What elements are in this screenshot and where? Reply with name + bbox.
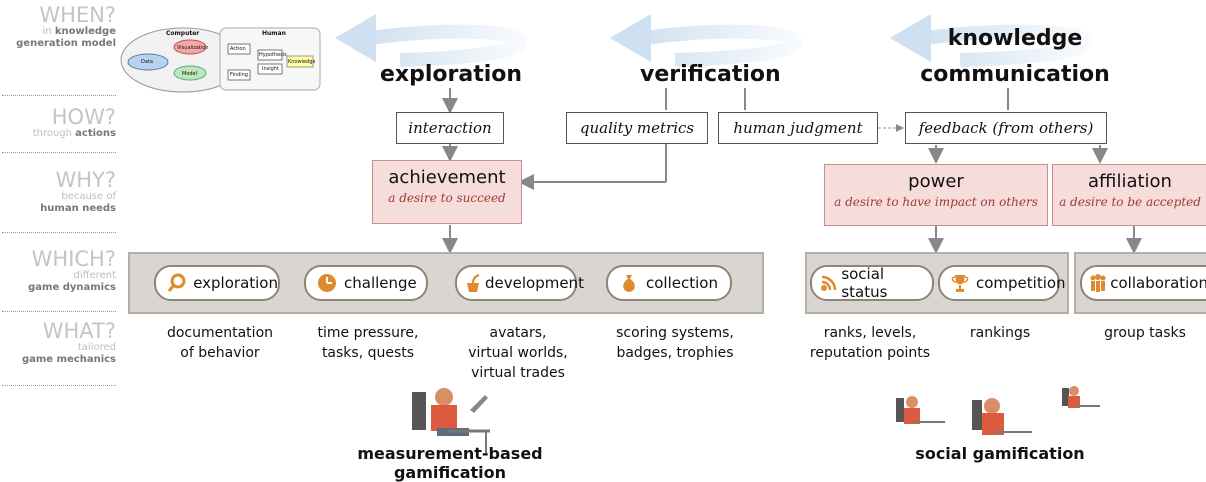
mechanic-avatars: avatars, virtual worlds, virtual trades [468,325,568,381]
question-when: WHEN? in knowledge generation model [0,4,116,50]
divider [2,385,116,386]
mechanic-scoring: scoring systems, badges, trophies [616,325,734,361]
need-title: power [908,171,964,192]
model-computer-label: Computer [166,30,200,37]
model-human-label: Human [262,30,286,37]
footer-social-gamification: social gamification [915,444,1085,463]
dynamic-collaboration: collaboration [1080,265,1206,301]
question-how: HOW? through actions [32,105,116,139]
cycle-arrow-verification [610,14,803,67]
dynamic-competition: competition [938,265,1066,301]
phase-verification: verification [640,62,781,87]
phase-exploration: exploration [380,62,523,87]
rss-icon [818,272,839,294]
knowledge-model-thumbnail [120,27,321,93]
need-title: affiliation [1088,171,1172,192]
diagram-canvas [120,14,1142,455]
question-which: WHICH? different game dynamics [28,247,116,293]
mechanic-documentation: documentation of behavior [166,325,274,361]
need-subtitle: a desire to be accepted [1059,195,1201,209]
model-finding-label: Finding [230,72,248,78]
person-at-desk-icon [412,388,490,455]
cycle-arrow-exploration [335,14,528,67]
model-action-label: Action [230,46,246,52]
money-bag-icon [618,272,640,294]
phase-communication: communication [920,62,1110,87]
connectors [442,88,1142,254]
action-quality-metrics: quality metrics [566,112,708,144]
trophy-icon [950,272,970,294]
model-visualization-label: Visualization [177,45,209,51]
question-why: WHY? because of human needs [40,168,116,214]
model-insight-label: Insight [262,66,279,72]
phase-knowledge: knowledge [947,26,1083,51]
model-data-label: Data [141,59,153,65]
question-what: WHAT? tailored game mechanics [21,319,116,365]
need-subtitle: a desire to succeed [388,191,506,205]
dynamic-challenge: challenge [304,265,428,301]
model-model-label: Model [182,71,198,77]
when-sub: in knowledge [42,26,116,37]
model-knowledge-label: Knowledge [288,59,316,65]
action-feedback: feedback (from others) [905,112,1107,144]
dynamic-exploration: exploration [154,265,280,301]
divider [2,95,116,96]
magnifier-icon [166,272,187,294]
mechanic-group-tasks: group tasks [1104,325,1186,341]
social-people-icon [896,386,1100,435]
when-sub2: generation model [16,38,116,49]
need-title: achievement [388,167,506,188]
action-interaction: interaction [396,112,504,144]
footer-measurement-gamification: measurement-based gamification [357,444,543,482]
mechanic-ranks: ranks, levels, reputation points [809,325,931,361]
when-label: WHEN? [39,3,116,27]
divider [2,311,116,312]
group-icon [1088,272,1108,294]
dynamic-social-status: social status [810,265,934,301]
mechanic-rankings: rankings [969,325,1031,341]
need-achievement: achievement a desire to succeed [372,160,522,224]
clock-icon [316,272,338,294]
action-human-judgment: human judgment [718,112,878,144]
dynamic-collection: collection [606,265,732,301]
divider [2,152,116,153]
model-hypothesis-label: Hypothesis [259,52,287,58]
dynamic-development: development [455,265,584,301]
need-affiliation: affiliation a desire to be accepted [1052,164,1206,226]
cycle-arrow-communication [890,14,1093,67]
need-power: power a desire to have impact on others [824,164,1048,226]
plant-pot-icon [463,272,483,294]
need-subtitle: a desire to have impact on others [834,195,1038,209]
mechanic-time-pressure: time pressure, tasks, quests [317,325,419,361]
divider [2,232,116,233]
